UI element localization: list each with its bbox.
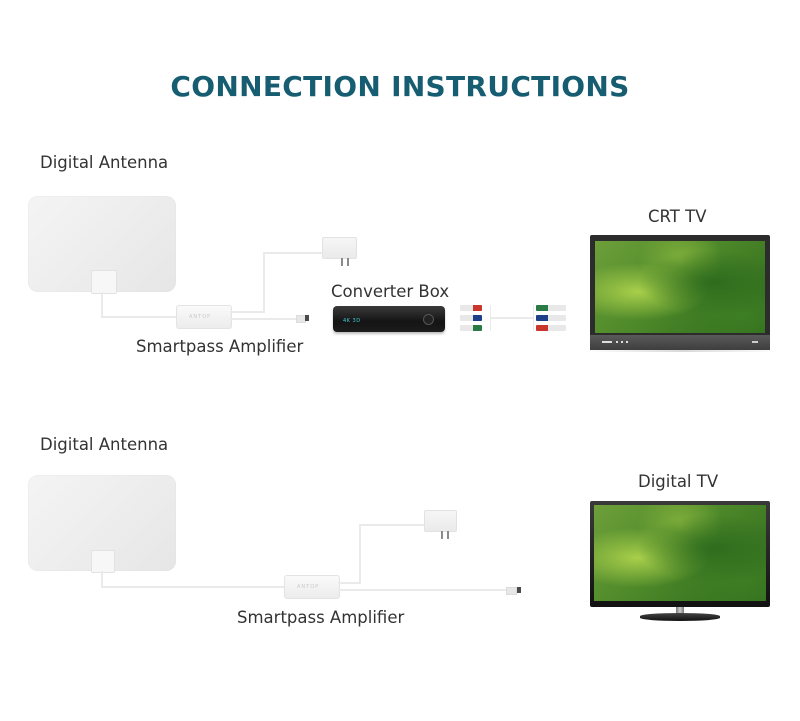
digital-tv xyxy=(590,501,770,607)
amplifier-brand-logo: ANTOP xyxy=(297,584,320,590)
adapter-prong-icon xyxy=(347,258,349,266)
digital-tv-label: Digital TV xyxy=(638,472,719,491)
smartpass-amplifier: ANTOP xyxy=(176,305,232,329)
crt-tv-button xyxy=(616,341,618,343)
coax-plug-tip xyxy=(305,315,309,321)
coax-plug xyxy=(506,587,517,595)
antenna-cable-vertical xyxy=(101,571,103,588)
adapter-prong-icon xyxy=(441,531,443,539)
power-cable-h1 xyxy=(338,582,360,584)
crt-tv-button xyxy=(621,341,623,343)
crt-tv-control-panel xyxy=(590,335,770,350)
amplifier-brand-logo: ANTOP xyxy=(189,314,212,320)
power-cable-h2 xyxy=(359,524,425,526)
crt-tv xyxy=(590,235,770,350)
converter-box-power-icon xyxy=(423,314,434,325)
power-adapter xyxy=(424,510,457,532)
digital-antenna-label: Digital Antenna xyxy=(40,153,169,172)
rca-plugs-left xyxy=(460,305,482,333)
converter-box-label: Converter Box xyxy=(331,282,450,301)
rca-cable-middle xyxy=(490,317,534,319)
digital-antenna-label: Digital Antenna xyxy=(40,435,169,454)
adapter-prong-icon xyxy=(341,258,343,266)
crt-tv-indicator xyxy=(602,341,612,343)
converter-box-display: 4K 3D xyxy=(343,318,361,324)
rca-plug-blue xyxy=(460,315,482,321)
coax-plug-tip xyxy=(517,587,521,593)
power-cable-h2 xyxy=(263,252,323,254)
coax-cable xyxy=(338,589,508,591)
digital-tv-stand-base xyxy=(640,613,720,621)
coax-cable xyxy=(230,318,296,320)
crt-tv-label: CRT TV xyxy=(648,207,707,226)
antenna-connector-tab xyxy=(91,270,117,294)
power-adapter xyxy=(322,237,357,259)
digital-tv-screen xyxy=(594,505,766,601)
antenna-cable-horizontal xyxy=(101,316,177,318)
smartpass-amplifier-label: Smartpass Amplifier xyxy=(136,337,304,356)
smartpass-amplifier: ANTOP xyxy=(284,575,340,599)
rca-plug-red xyxy=(460,305,482,311)
rca-plug-green xyxy=(460,325,482,331)
converter-box: 4K 3D xyxy=(333,306,445,332)
power-cable-vertical xyxy=(359,524,361,584)
crt-tv-shadow xyxy=(585,350,780,352)
antenna-cable-vertical xyxy=(101,292,103,318)
rca-plugs-right xyxy=(536,305,566,333)
rca-plug-red xyxy=(536,325,566,331)
smartpass-amplifier-label: Smartpass Amplifier xyxy=(237,608,405,627)
crt-tv-power-led xyxy=(752,341,758,343)
crt-tv-button xyxy=(626,341,628,343)
adapter-prong-icon xyxy=(447,531,449,539)
digital-tv-stand-neck xyxy=(676,607,684,615)
power-cable-vertical xyxy=(263,252,265,313)
power-cable-h1 xyxy=(230,311,264,313)
antenna-connector-tab xyxy=(91,550,115,573)
rca-plug-blue xyxy=(536,315,566,321)
rca-cable-join-right xyxy=(533,305,534,331)
page-title: CONNECTION INSTRUCTIONS xyxy=(170,70,630,103)
crt-tv-screen xyxy=(595,241,765,333)
antenna-cable-horizontal xyxy=(101,586,285,588)
rca-plug-green xyxy=(536,305,566,311)
